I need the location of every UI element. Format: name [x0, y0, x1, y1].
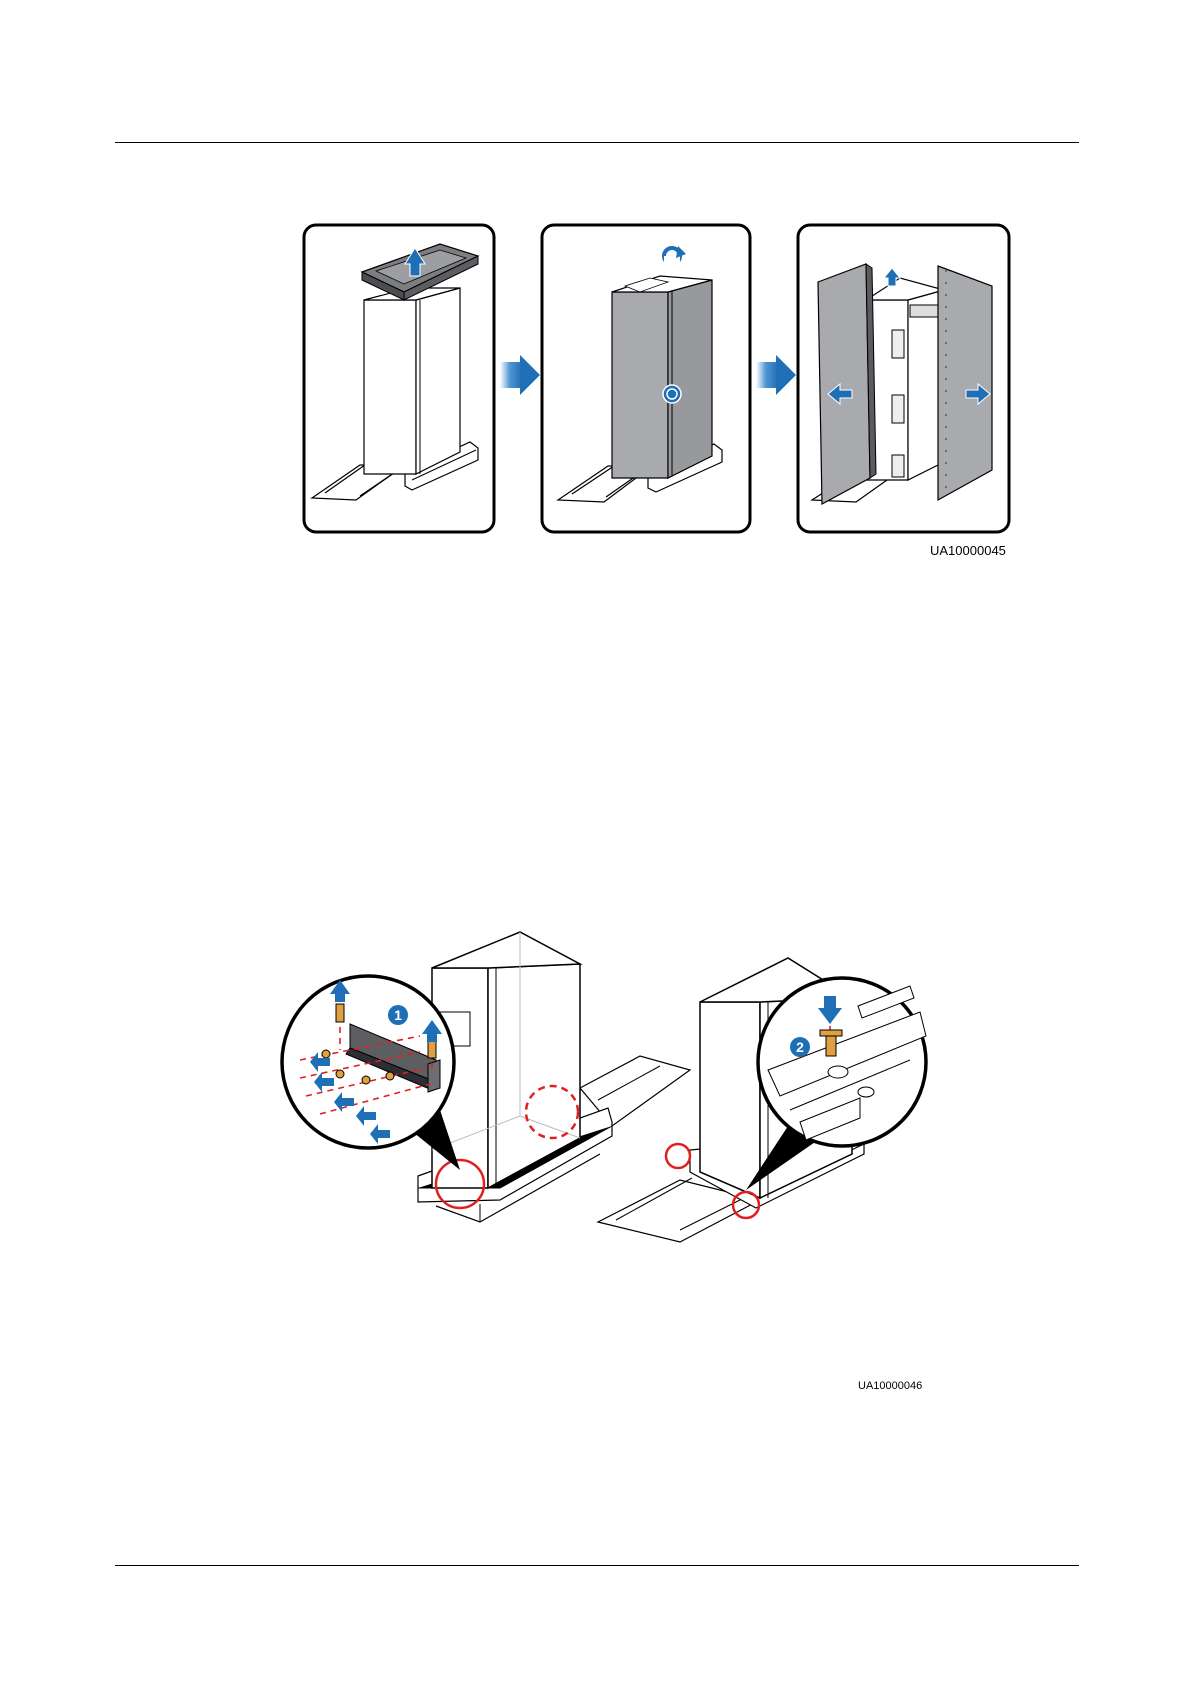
- magnifier-detail-2: 2: [758, 978, 926, 1146]
- footer-rule: [115, 1565, 1079, 1566]
- step-panel-remove-front-cover: [542, 225, 750, 532]
- fastener-removal-figure: 1: [0, 940, 1191, 1480]
- step-panel-remove-side-covers: [798, 225, 1009, 532]
- svg-text:1: 1: [394, 1007, 402, 1023]
- callout-1: 1: [388, 1005, 408, 1025]
- next-step-arrow-icon: [756, 355, 796, 395]
- unpacking-steps-figure: [0, 0, 1191, 560]
- figure-id-label: UA10000046: [858, 1380, 922, 1392]
- next-step-arrow-icon: [500, 355, 540, 395]
- step-panel-lift-top-cover: [304, 225, 494, 532]
- figure-id-label: UA10000045: [930, 543, 1006, 558]
- svg-text:2: 2: [796, 1039, 804, 1055]
- left-cabinet: 1: [282, 932, 690, 1222]
- magnifier-detail-1: 1: [282, 976, 454, 1148]
- callout-circle: [666, 1144, 690, 1168]
- rotate-icon: [663, 385, 681, 403]
- callout-2: 2: [790, 1037, 810, 1057]
